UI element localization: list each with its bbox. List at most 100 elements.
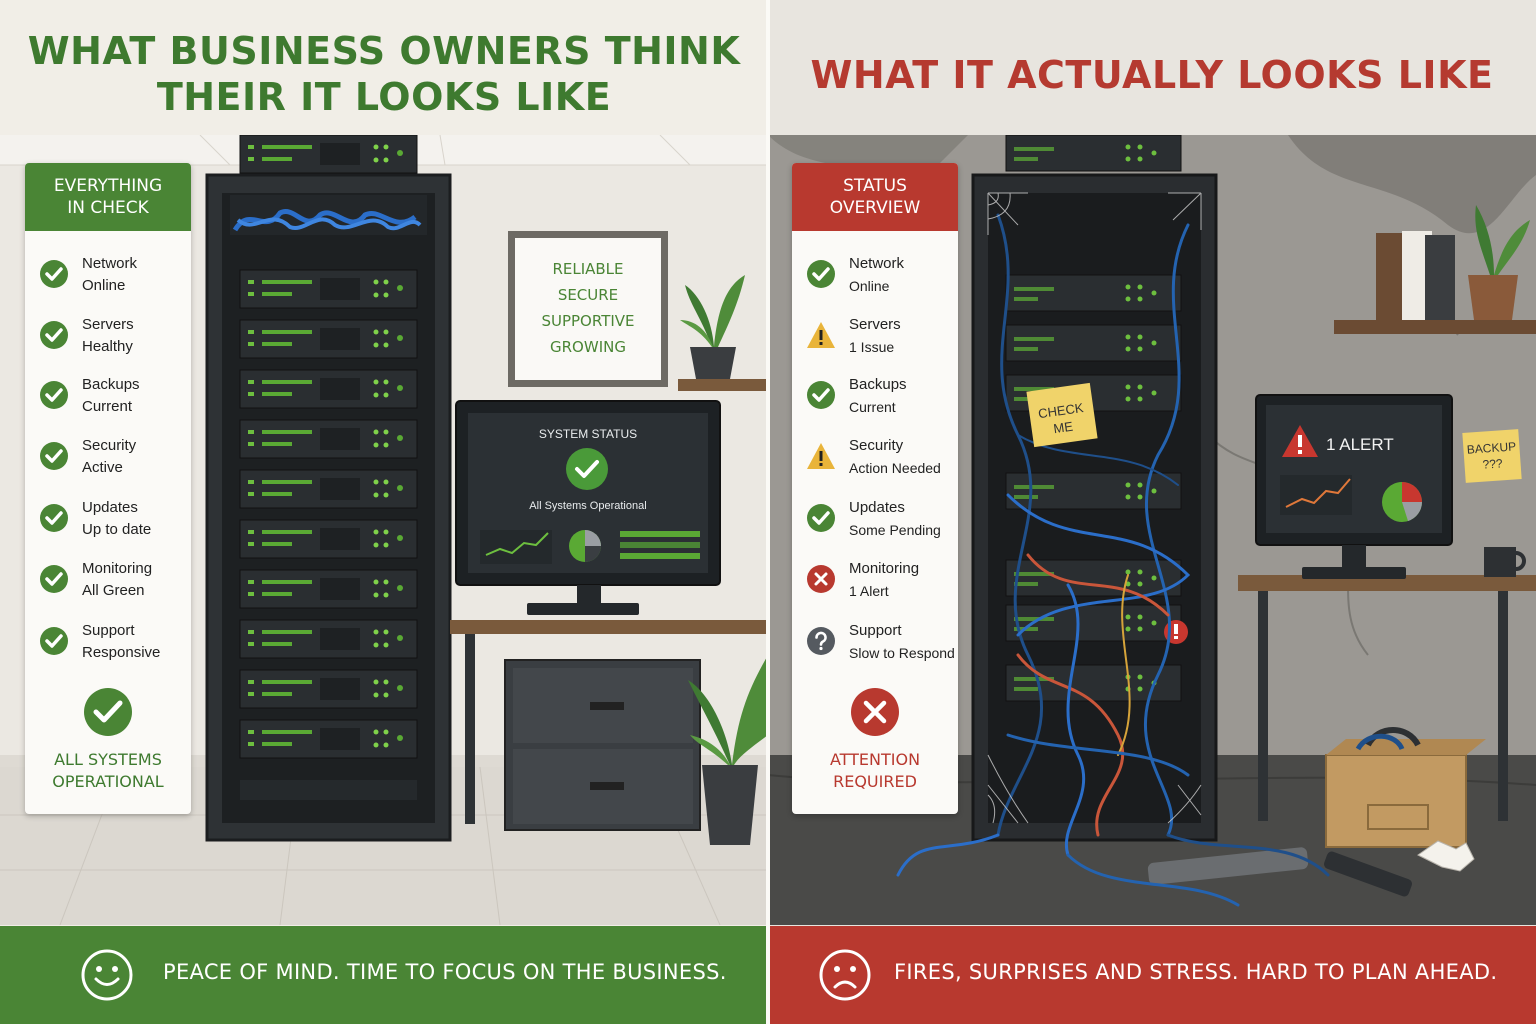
item-label: Backups	[82, 376, 140, 393]
card-title-line: EVERYTHING	[53, 176, 163, 196]
item-status: Online	[82, 277, 126, 294]
sign-word: RELIABLE	[552, 260, 624, 278]
item-status: All Green	[82, 582, 145, 599]
error-icon	[807, 565, 835, 593]
summary-line: REQUIRED	[833, 772, 917, 791]
item-status: Responsive	[82, 644, 161, 661]
status-item: Security Action Needed	[806, 435, 956, 481]
monitor-alert: 1 ALERT	[1326, 435, 1394, 454]
sign-word: SECURE	[557, 286, 619, 304]
status-item: Updates Up to date	[39, 497, 189, 543]
reality-panel: WHAT IT ACTUALLY LOOKS LIKE	[768, 0, 1536, 1024]
item-label: Monitoring	[849, 560, 920, 577]
tidy-server-room-illustration	[0, 135, 768, 925]
server-rack	[205, 135, 452, 842]
item-status: Current	[82, 398, 133, 415]
item-status: Action Needed	[849, 460, 941, 476]
sign-word: SUPPORTIVE	[541, 312, 635, 330]
item-label: Security	[849, 437, 904, 454]
summary-line: ATTENTION	[829, 750, 921, 769]
item-label: Network	[82, 255, 138, 272]
status-monitor	[455, 400, 721, 615]
status-item: Security Active	[39, 435, 189, 481]
expectation-footer: PEACE OF MIND. TIME TO FOCUS ON THE BUSI…	[0, 926, 768, 1024]
expectation-headline: WHAT BUSINESS OWNERS THINK THEIR IT LOOK…	[0, 28, 768, 120]
status-item: Servers 1 Issue	[806, 314, 956, 360]
check-icon	[40, 504, 68, 532]
status-item: Network Online	[39, 253, 189, 299]
cardboard-box	[1325, 727, 1486, 848]
status-item: Support Responsive	[39, 620, 189, 666]
item-label: Updates	[849, 499, 905, 516]
reality-footer-text: FIRES, SURPRISES AND STRESS. HARD TO PLA…	[894, 960, 1498, 984]
status-card: STATUS OVERVIEW Network Online Servers 1…	[792, 163, 958, 814]
headline-line: WHAT IT ACTUALLY LOOKS LIKE	[810, 53, 1494, 97]
item-label: Monitoring	[82, 560, 153, 577]
item-status: Healthy	[82, 338, 133, 355]
status-item: Monitoring All Green	[39, 558, 189, 604]
item-status: Up to date	[82, 521, 152, 538]
binder-shelf	[1334, 205, 1536, 334]
check-icon	[40, 442, 68, 470]
sign-word: GROWING	[550, 338, 626, 356]
item-label: Support	[849, 622, 902, 639]
summary-label: ATTENTION REQUIRED	[792, 749, 958, 793]
item-label: Servers	[82, 316, 134, 333]
status-card: EVERYTHING IN CHECK Network Online Serve…	[25, 163, 191, 814]
expectation-footer-text: PEACE OF MIND. TIME TO FOCUS ON THE BUSI…	[163, 960, 727, 984]
item-label: Support	[82, 622, 135, 639]
check-icon	[40, 381, 68, 409]
headline-line: THEIR IT LOOKS LIKE	[156, 75, 612, 119]
item-status: Online	[849, 278, 890, 294]
check-icon	[807, 260, 835, 288]
check-icon	[40, 321, 68, 349]
values-sign-text: RELIABLE SECURE SUPPORTIVE GROWING	[515, 256, 661, 360]
item-label: Updates	[82, 499, 138, 516]
check-icon	[807, 504, 835, 532]
backup-note: BACKUP ???	[1463, 438, 1521, 474]
item-status: 1 Alert	[849, 583, 889, 599]
status-item: Network Online	[806, 253, 956, 299]
check-icon	[807, 381, 835, 409]
check-circle-icon	[84, 688, 132, 736]
messy-server-rack	[896, 135, 1330, 907]
values-sign	[508, 231, 668, 387]
status-item: Backups Current	[806, 374, 956, 420]
warning-icon	[807, 322, 835, 348]
smiley-face-icon	[81, 949, 133, 1001]
status-card-header: STATUS OVERVIEW	[792, 163, 958, 231]
panel-divider	[766, 0, 770, 1024]
status-item: Support Slow to Respond	[806, 620, 956, 666]
item-status: Active	[82, 459, 123, 476]
summary-label: ALL SYSTEMS OPERATIONAL	[25, 749, 191, 793]
check-icon	[40, 260, 68, 288]
status-item: Updates Some Pending	[806, 497, 956, 543]
summary-line: OPERATIONAL	[52, 772, 164, 791]
filing-cabinet	[504, 659, 701, 831]
summary-line: ALL SYSTEMS	[54, 750, 162, 769]
item-status: Slow to Respond	[849, 645, 955, 661]
item-label: Network	[849, 255, 905, 272]
monitor-title: SYSTEM STATUS	[538, 427, 638, 441]
item-status: Current	[849, 399, 896, 415]
card-title-line: IN CHECK	[67, 198, 149, 218]
status-item: Backups Current	[39, 374, 189, 420]
status-item: Monitoring 1 Alert	[806, 558, 956, 604]
status-item: Servers Healthy	[39, 314, 189, 360]
card-title-line: OVERVIEW	[829, 198, 921, 218]
item-status: 1 Issue	[849, 339, 895, 355]
expectation-panel: WHAT BUSINESS OWNERS THINK THEIR IT LOOK…	[0, 0, 768, 1024]
reality-headline: WHAT IT ACTUALLY LOOKS LIKE	[768, 52, 1536, 98]
messy-server-room-illustration	[768, 135, 1536, 925]
check-icon	[40, 565, 68, 593]
item-label: Servers	[849, 316, 901, 333]
check-icon	[40, 627, 68, 655]
status-card-header: EVERYTHING IN CHECK	[25, 163, 191, 231]
alert-monitor	[1255, 394, 1453, 579]
item-status: Some Pending	[849, 522, 941, 538]
item-label: Backups	[849, 376, 907, 393]
headline-line: WHAT BUSINESS OWNERS THINK	[27, 29, 741, 73]
card-title-line: STATUS	[843, 176, 907, 196]
question-icon	[807, 627, 835, 655]
